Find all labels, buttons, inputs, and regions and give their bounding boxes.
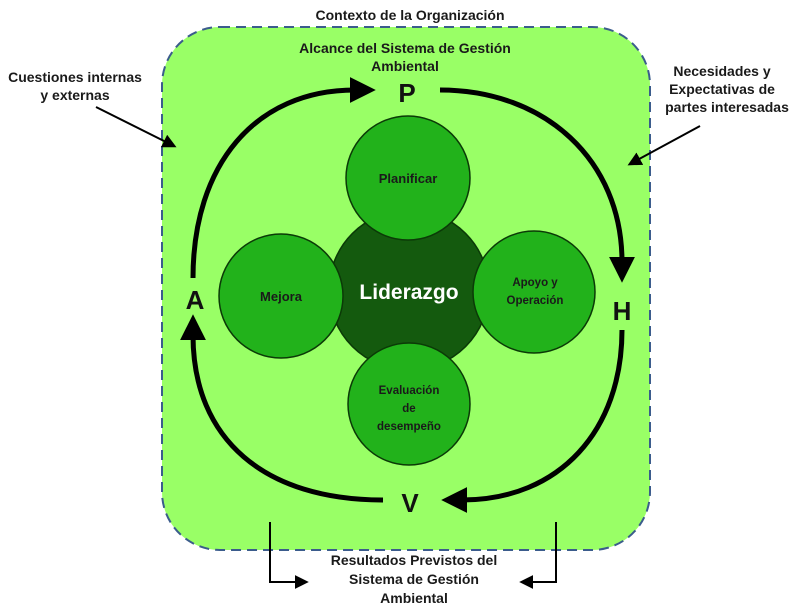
planning-circle	[345, 115, 471, 241]
improvement-label: Mejora	[260, 289, 303, 304]
cycle-letter-v: V	[401, 488, 419, 518]
output-arrow-left	[269, 522, 309, 589]
stakeholder-needs-line-2: Expectativas de	[669, 81, 775, 97]
cycle-letter-p: P	[398, 78, 415, 108]
cycle-arrow-p-to-h	[439, 87, 635, 283]
support-operation-circle	[472, 230, 596, 354]
cycle-arrow-v-to-a	[180, 314, 384, 503]
support-operation-label-line-1: Apoyo y	[512, 277, 558, 289]
performance-evaluation-circle	[347, 342, 471, 466]
improvement-circle	[218, 233, 344, 359]
cycle-arrow-a-to-p	[190, 77, 376, 279]
scope-label-line-2: Ambiental	[371, 58, 439, 74]
cycle-letter-h: H	[613, 296, 632, 326]
intended-results-line-1: Resultados Previstos del	[331, 552, 498, 568]
leadership-label: Liderazgo	[359, 281, 458, 304]
performance-evaluation-label-line-1: Evaluación	[379, 385, 440, 397]
internal-external-issues-line-2: y externas	[40, 87, 109, 103]
performance-evaluation-label-line-3: desempeño	[377, 421, 441, 433]
output-arrow-right	[519, 522, 557, 589]
stakeholders-input-arrow	[627, 125, 701, 166]
cycle-letter-a: A	[186, 285, 205, 315]
issues-input-arrow	[95, 106, 177, 148]
planning-label: Planificar	[379, 171, 438, 186]
stakeholder-needs-line-3: partes interesadas	[665, 99, 789, 115]
scope-label-line-1: Alcance del Sistema de Gestión	[299, 40, 511, 56]
context-title: Contexto de la Organización	[315, 7, 504, 23]
internal-external-issues-line-1: Cuestiones internas	[8, 69, 142, 85]
cycle-arrow-h-to-v	[441, 329, 625, 513]
intended-results-line-3: Ambiental	[380, 590, 448, 606]
support-operation-label-line-2: Operación	[507, 295, 564, 307]
intended-results-line-2: Sistema de Gestión	[349, 571, 479, 587]
stakeholder-needs-line-1: Necesidades y	[673, 63, 770, 79]
performance-evaluation-label-line-2: de	[402, 403, 415, 415]
